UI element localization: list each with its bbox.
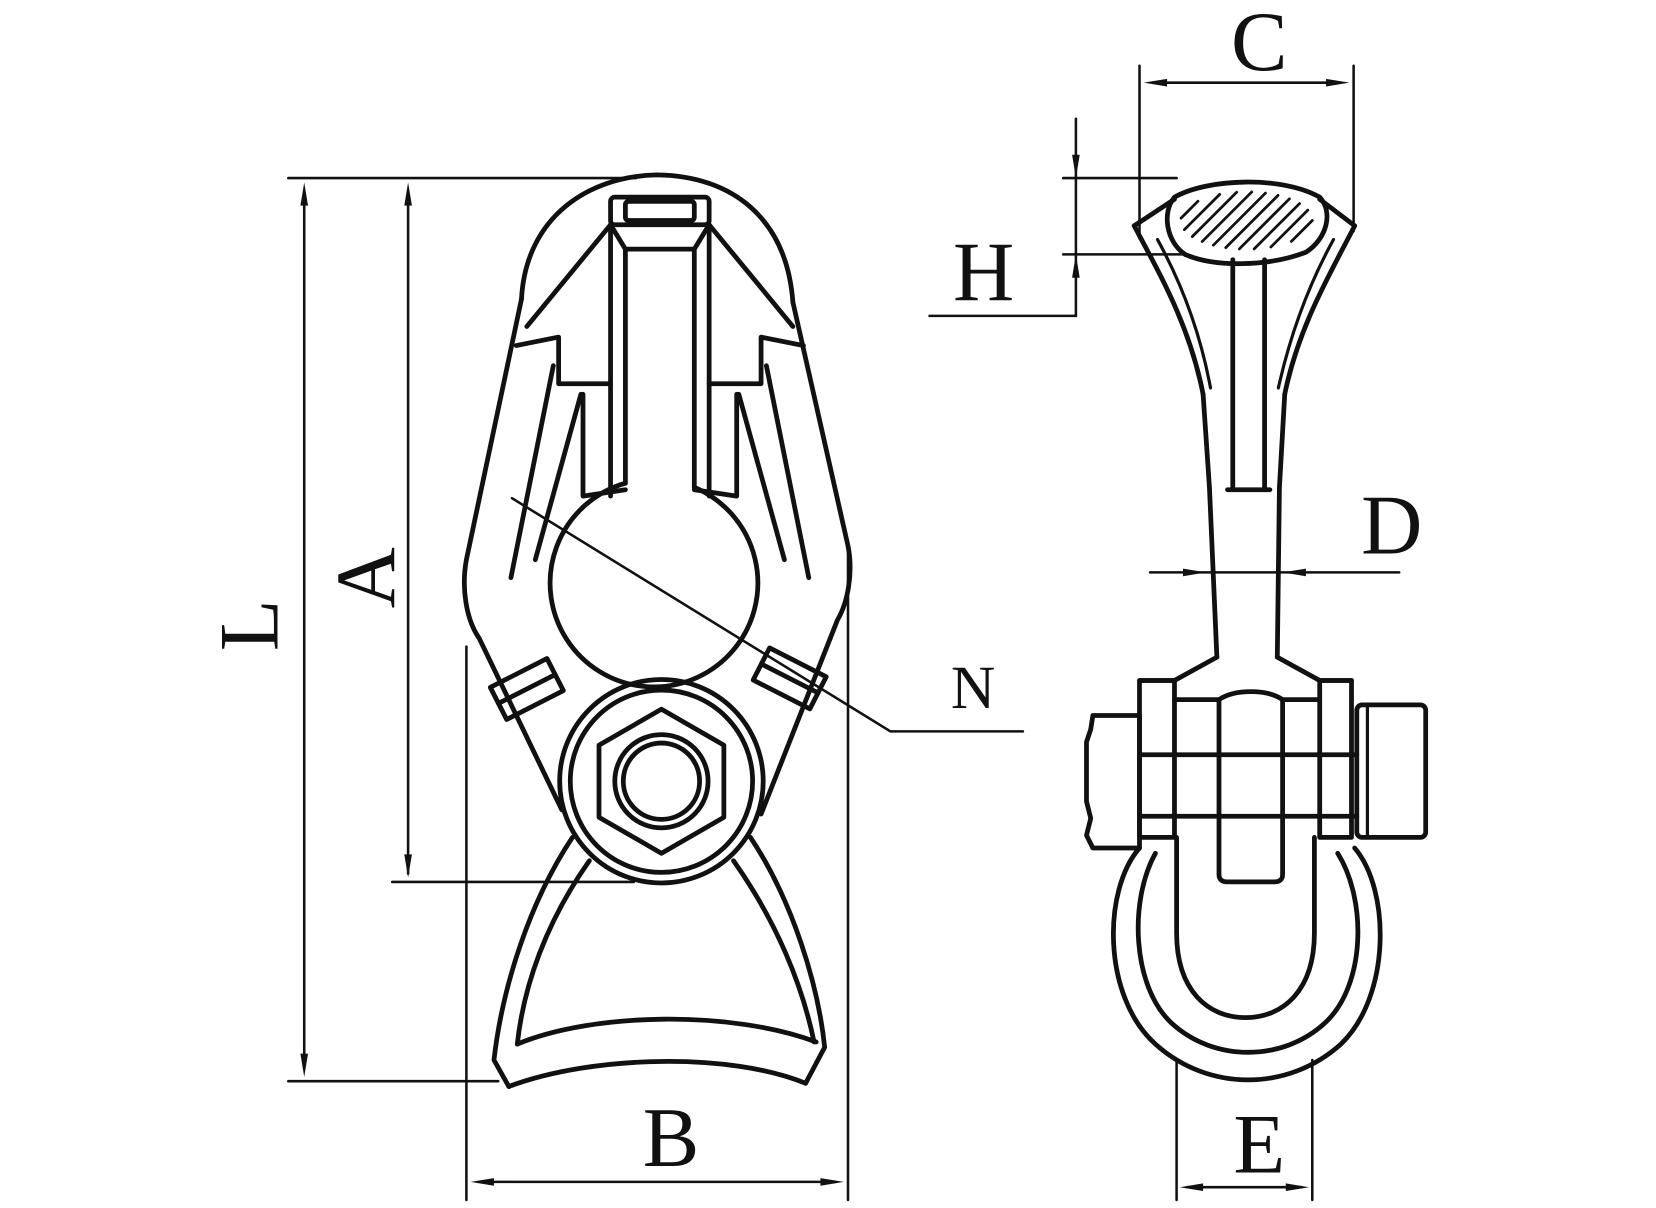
drawing-root: L A B C H D E N bbox=[203, 0, 1429, 1202]
funnel-left-outer bbox=[1131, 223, 1206, 397]
dim-l-arrow-top bbox=[300, 182, 309, 206]
left-arm-line-outer bbox=[508, 363, 556, 581]
funnel-right-inner bbox=[1276, 237, 1336, 390]
hatch-line bbox=[1289, 219, 1314, 243]
dim-e-arrow-left bbox=[1179, 1183, 1204, 1192]
label-h: H bbox=[953, 225, 1014, 319]
label-a: A bbox=[319, 547, 413, 608]
hatch-line bbox=[1211, 191, 1267, 247]
stem-lower-end bbox=[1216, 697, 1285, 885]
yoke-right-block bbox=[1317, 678, 1354, 840]
label-e: E bbox=[1233, 1097, 1285, 1191]
flare-bottom-outer bbox=[506, 1059, 808, 1089]
hatch-line bbox=[1237, 197, 1291, 251]
loop-middle bbox=[1135, 850, 1361, 1055]
front-top-arch bbox=[519, 172, 796, 305]
dim-c-arrow-right bbox=[1326, 78, 1350, 87]
bolt-head bbox=[1084, 713, 1142, 851]
right-stem-wall bbox=[691, 391, 740, 499]
hatch-line bbox=[1269, 208, 1310, 249]
side-nut bbox=[1354, 702, 1429, 840]
label-b: B bbox=[643, 1091, 700, 1185]
dimension-a bbox=[390, 189, 636, 884]
bolt-hole bbox=[620, 740, 702, 822]
head-hatching bbox=[1179, 190, 1314, 251]
front-right-diagonal bbox=[706, 222, 796, 329]
right-arm-line-outer bbox=[763, 363, 812, 581]
funnel-right-outer bbox=[1282, 223, 1358, 397]
nut-washer bbox=[612, 732, 711, 831]
dim-a-arrow-bottom bbox=[404, 854, 412, 878]
flare-right-outer bbox=[748, 835, 828, 1086]
left-stem-wall bbox=[580, 391, 628, 499]
slot-cap-neck bbox=[608, 222, 712, 252]
eye-circle bbox=[547, 480, 761, 690]
dim-l-arrow-bottom bbox=[300, 1053, 309, 1077]
side-view bbox=[1084, 179, 1429, 1083]
slot-cap-inner bbox=[623, 199, 697, 223]
dim-c-arrow-left bbox=[1143, 78, 1168, 87]
flare-right-inner bbox=[731, 858, 817, 1045]
head-lens bbox=[1164, 179, 1330, 267]
dim-e-arrow-right bbox=[1285, 1183, 1310, 1192]
funnel-top-right bbox=[1317, 196, 1358, 229]
left-shoulder-step bbox=[513, 334, 613, 387]
hatch-line bbox=[1190, 190, 1239, 238]
dimension-l bbox=[287, 176, 638, 1083]
label-d: D bbox=[1361, 478, 1422, 572]
dim-h-arrow-bottom bbox=[1072, 254, 1080, 278]
nut-ring-inner bbox=[567, 687, 755, 875]
dimension-h bbox=[928, 117, 1189, 318]
front-view bbox=[462, 172, 853, 1089]
hatch-line bbox=[1182, 192, 1222, 232]
n-leader-line bbox=[510, 496, 1025, 733]
dimension-arrows bbox=[300, 78, 1350, 1192]
label-c: C bbox=[1231, 0, 1288, 89]
right-arm-line-inner bbox=[736, 391, 787, 563]
right-pin bbox=[750, 645, 829, 712]
dimension-b bbox=[465, 549, 850, 1202]
dim-d-arrow-right bbox=[1282, 568, 1306, 577]
nut-ring-outer bbox=[557, 677, 766, 886]
loop-inner-u bbox=[1174, 835, 1317, 1020]
hatch-line bbox=[1224, 193, 1280, 250]
dim-b-arrow-right bbox=[820, 1178, 844, 1186]
dimension-c bbox=[1138, 64, 1355, 240]
slot-cap-outer bbox=[608, 194, 712, 228]
left-arm-line-inner bbox=[532, 391, 584, 563]
hatch-line bbox=[1179, 199, 1200, 220]
dim-d-arrow-left bbox=[1182, 568, 1207, 577]
right-shoulder-step bbox=[706, 334, 806, 387]
dim-h-arrow-top bbox=[1072, 154, 1080, 179]
flare-left-inner bbox=[514, 858, 592, 1047]
hatch-line bbox=[1252, 202, 1301, 251]
hatch-line bbox=[1200, 190, 1254, 243]
shaft-left-wall bbox=[1200, 391, 1220, 660]
right-pin-divider bbox=[758, 661, 821, 696]
loop-outer bbox=[1111, 845, 1383, 1083]
label-n: N bbox=[951, 654, 995, 722]
dim-a-arrow-top bbox=[404, 182, 412, 206]
dimension-e bbox=[1175, 1058, 1314, 1202]
left-pin-divider bbox=[496, 672, 558, 706]
shaft-right-wall bbox=[1274, 391, 1288, 660]
label-l: L bbox=[203, 599, 297, 651]
left-pin bbox=[487, 656, 566, 722]
flare-left-outer bbox=[491, 835, 575, 1089]
funnel-top-left bbox=[1131, 196, 1177, 229]
dim-b-arrow-left bbox=[470, 1178, 494, 1186]
front-left-outline bbox=[462, 296, 565, 813]
front-left-diagonal bbox=[524, 222, 613, 329]
flare-bottom-inner bbox=[514, 1016, 819, 1047]
hex-nut bbox=[596, 706, 727, 856]
